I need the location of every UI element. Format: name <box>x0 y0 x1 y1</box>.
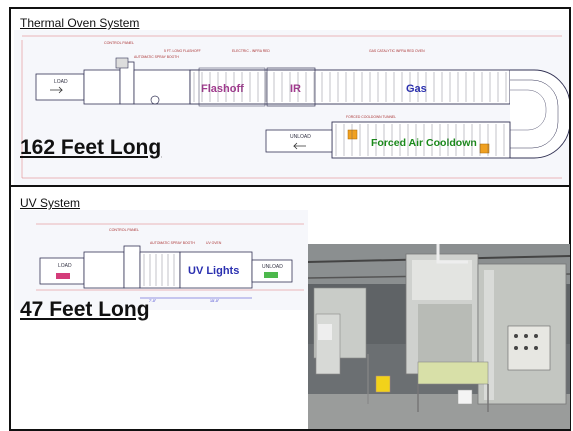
white-bucket <box>457 389 473 405</box>
uv-dim-b: 15'-0" <box>210 299 220 303</box>
outer-frame <box>9 7 571 431</box>
zone-flashoff: Flashoff <box>201 83 244 95</box>
yellow-bucket <box>375 375 391 393</box>
uv-note-control-panel: CONTROL PANEL <box>109 228 139 232</box>
uv-length-label: 47 Feet Long <box>20 298 150 321</box>
thermal-length-label: 162 Feet Long <box>20 136 162 159</box>
thermal-load-label: LOAD <box>54 79 68 85</box>
arrow-right-icon <box>264 272 278 278</box>
uv-unload-station <box>251 259 293 283</box>
fan-icon <box>347 129 358 140</box>
section-divider <box>9 185 571 187</box>
thermal-note-gas: GAS CATALYTIC INFRA RED OVEN <box>369 49 425 53</box>
arrow-left-icon <box>293 142 306 150</box>
thermal-section-title: Thermal Oven System <box>20 16 140 30</box>
zone-uv-lights: UV Lights <box>188 265 239 277</box>
uv-load-station <box>39 257 85 285</box>
spray-booth-photo <box>308 244 570 429</box>
thermal-rack-lines <box>193 72 507 156</box>
thermal-unload-station <box>265 129 333 153</box>
thermal-control-panel <box>119 61 135 105</box>
thermal-note-spray: AUTOMATIC SPRAY BOOTH <box>134 55 179 59</box>
zone-gas: Gas <box>406 83 427 95</box>
uv-note-spray: AUTOMATIC SPRAY BOOTH <box>150 241 195 245</box>
thermal-unload-label: UNLOAD <box>290 134 311 140</box>
uv-unload-label: UNLOAD <box>262 264 283 270</box>
thermal-load-station <box>35 73 85 101</box>
arrow-right-icon <box>50 86 63 94</box>
fan-icon <box>479 143 490 154</box>
uv-dim-a: 7'-0" <box>149 299 157 303</box>
uv-system-diagram: CONTROL PANEL AUTOMATIC SPRAY BOOTH UV O… <box>14 210 308 310</box>
uv-section-title: UV System <box>20 196 81 210</box>
thermal-note-cool: FORCED COOLDOWN TUNNEL <box>346 115 396 119</box>
thermal-top-tunnel <box>189 69 511 105</box>
zone-ir: IR <box>290 83 301 95</box>
uv-note-oven: UV OVEN <box>206 241 222 245</box>
thermal-oven-diagram: LOAD CONTROL PANEL AUTOMATIC SPRAY BOOTH… <box>14 30 569 185</box>
uv-rack-lines <box>143 254 175 286</box>
uv-load-label: LOAD <box>58 263 72 269</box>
thermal-spray-booth <box>83 69 121 105</box>
arrow-right-icon <box>56 273 70 279</box>
thermal-note-ir: ELECTRIC - INFRA RED <box>232 49 270 53</box>
thermal-note-flashoff: 5 FT. LONG FLASHOFF <box>164 49 201 53</box>
thermal-note-control-panel: CONTROL PANEL <box>104 41 134 45</box>
